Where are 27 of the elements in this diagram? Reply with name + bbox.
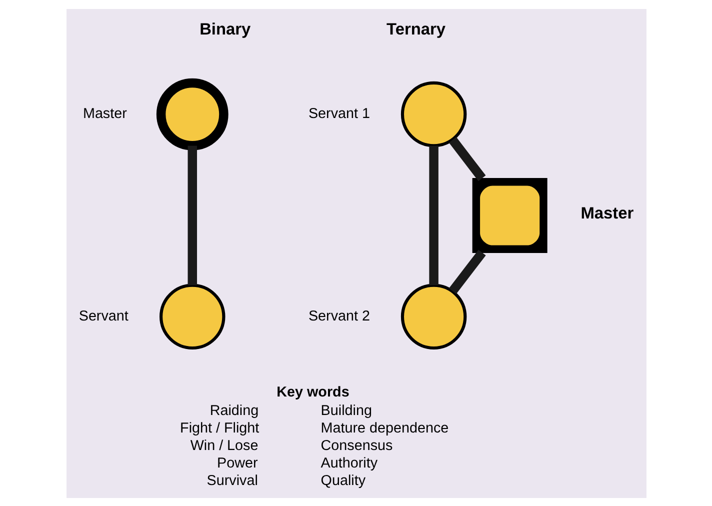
connector — [428, 145, 438, 285]
node-label: Master — [580, 204, 634, 222]
node-label: Servant 2 — [308, 308, 370, 324]
connector — [187, 145, 196, 285]
node-label: Servant 1 — [308, 106, 370, 122]
label: Win / Lose — [190, 437, 258, 454]
label: Raiding — [209, 402, 258, 418]
label: Fight / Flight — [180, 420, 259, 436]
label: Authority — [320, 454, 378, 471]
label: Key words — [276, 384, 349, 400]
node-label: Servant — [78, 308, 128, 324]
node-circle — [400, 80, 466, 147]
connector — [448, 249, 486, 294]
label: Consensus — [320, 437, 392, 454]
node-circle — [159, 283, 225, 350]
label: Mature dependence — [320, 420, 448, 436]
label: Survival — [206, 472, 258, 488]
label: Binary — [199, 20, 250, 38]
connector — [448, 136, 486, 181]
node-circle — [400, 283, 466, 350]
node-circle — [156, 78, 228, 150]
label: Building — [320, 402, 372, 418]
node-label: Master — [82, 106, 126, 122]
label: Quality — [320, 472, 366, 488]
label: Power — [216, 454, 258, 471]
node-box — [472, 178, 547, 252]
label: Ternary — [386, 20, 446, 38]
